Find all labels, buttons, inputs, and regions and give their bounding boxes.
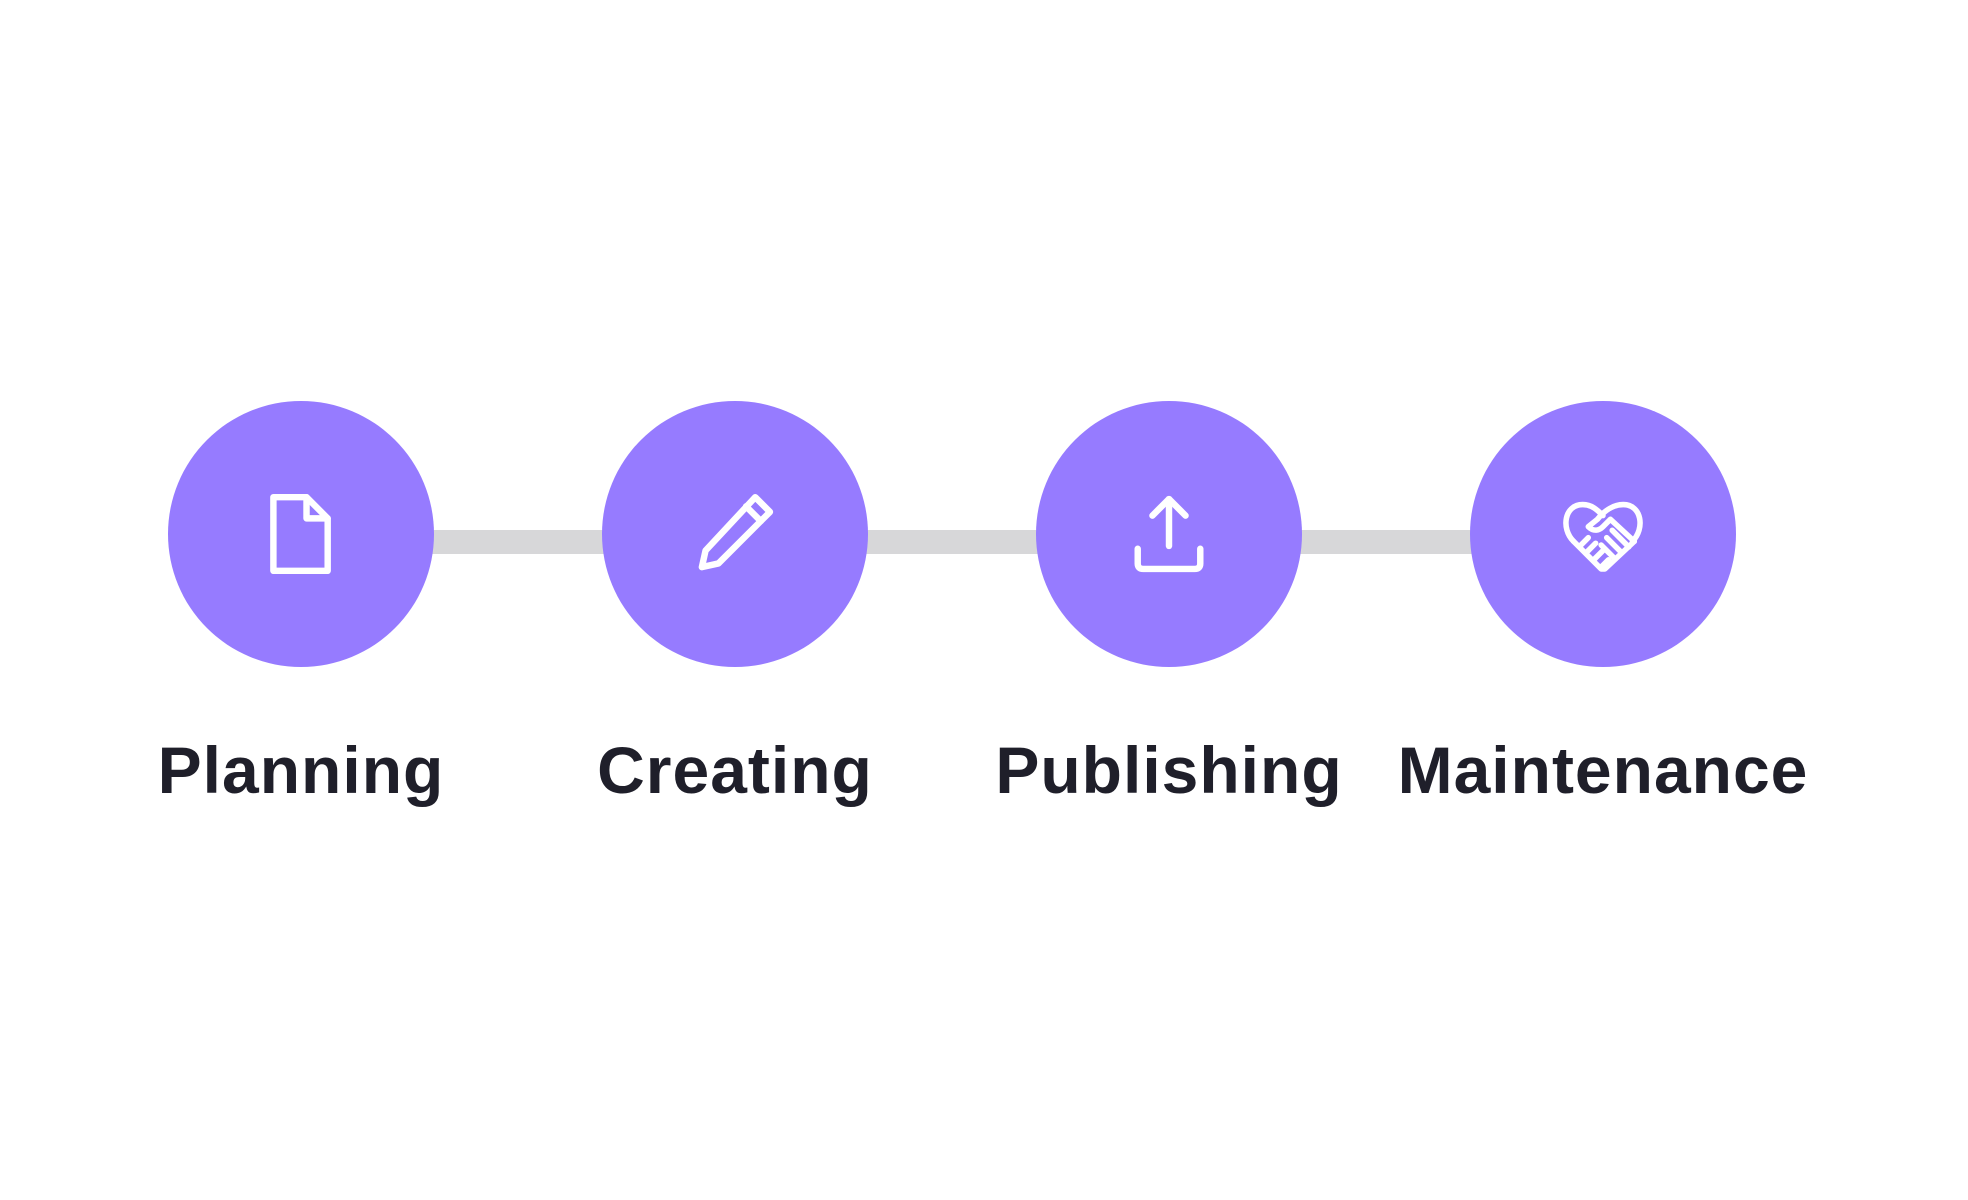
upload-icon xyxy=(1134,495,1204,573)
document-icon xyxy=(270,493,331,575)
pencil-icon xyxy=(698,493,774,571)
step-label-publishing: Publishing xyxy=(995,733,1343,807)
step-label-planning: Planning xyxy=(157,733,445,807)
connector-line-1 xyxy=(430,530,605,554)
step-label-maintenance: Maintenance xyxy=(1397,733,1809,807)
step-label-creating: Creating xyxy=(597,733,873,807)
handshake-heart-icon xyxy=(1563,501,1643,572)
connector-line-2 xyxy=(865,530,1040,554)
step-planning-circle xyxy=(168,401,434,667)
step-publishing-circle xyxy=(1036,401,1302,667)
step-maintenance-circle xyxy=(1470,401,1736,667)
step-creating-circle xyxy=(602,401,868,667)
connector-line-3 xyxy=(1300,530,1475,554)
